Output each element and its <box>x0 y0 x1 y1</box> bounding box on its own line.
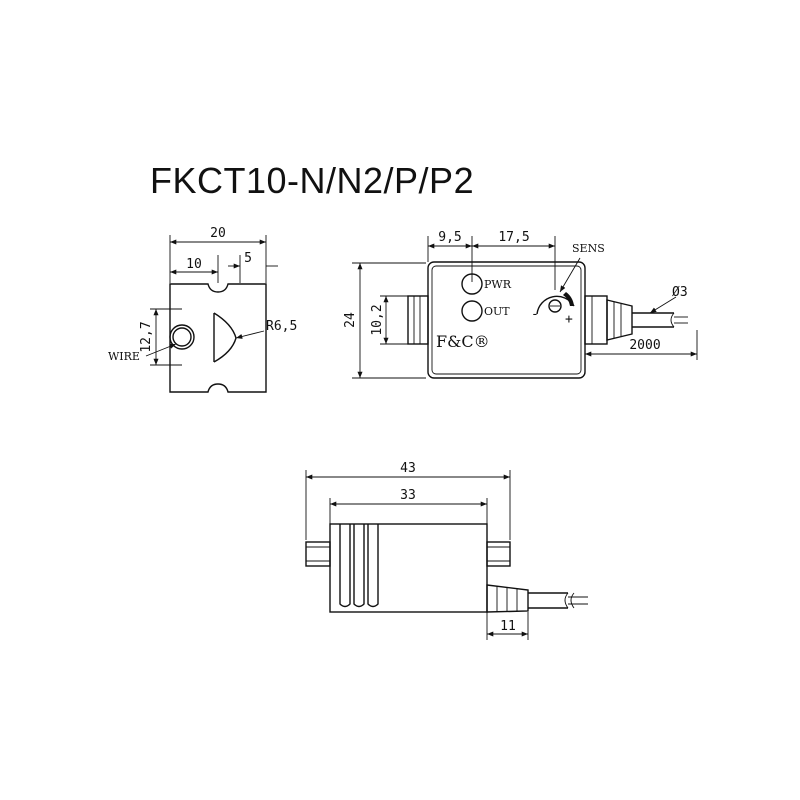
wire-hole <box>169 324 195 350</box>
out-led-icon <box>461 300 483 322</box>
dim-side-right: 5 <box>244 251 252 266</box>
top-view: 43 33 1 <box>305 461 588 640</box>
right-tab <box>486 541 511 567</box>
cooling-fins <box>339 524 379 608</box>
dim-top-total: 43 <box>400 461 416 476</box>
plus-symbol: + <box>565 312 573 327</box>
cable-gland <box>606 299 633 341</box>
left-tab <box>305 541 331 567</box>
dim-front-b: 17,5 <box>498 230 529 245</box>
cable-diameter: Ø3 <box>672 285 688 300</box>
dim-side-width: 20 <box>210 226 226 241</box>
top-cable-gland <box>486 584 529 613</box>
sens-potentiometer-icon <box>548 299 562 313</box>
dim-front-a: 9,5 <box>438 230 461 245</box>
pwr-led-icon <box>461 273 483 295</box>
product-title: FKCT10-N/N2/P/P2 <box>150 160 475 201</box>
top-body <box>329 523 488 613</box>
pwr-label: PWR <box>484 278 512 291</box>
dim-top-body: 33 <box>400 488 416 503</box>
dim-front-inner: 10,2 <box>370 304 385 335</box>
dim-side-height: 12,7 <box>139 321 154 352</box>
dim-top-cable: 11 <box>500 619 516 634</box>
sens-label: SENS <box>572 242 605 255</box>
side-body-outline <box>169 283 267 393</box>
right-flange <box>584 295 608 345</box>
dim-front-height: 24 <box>343 312 358 328</box>
dim-side-left: 10 <box>186 257 202 272</box>
minus-symbol: - <box>531 307 539 322</box>
side-view: 20 10 5 12,7 WIRE R6,5 <box>108 226 297 393</box>
brand-logo: F&C® <box>436 332 490 351</box>
front-view: 9,5 17,5 24 10,2 Ø3 <box>343 230 698 379</box>
left-flange <box>407 295 429 345</box>
groove-arc <box>213 312 237 363</box>
radius-label: R6,5 <box>266 319 297 334</box>
wire-label: WIRE <box>108 350 140 363</box>
out-label: OUT <box>484 305 510 318</box>
cable-length: 2000 <box>629 338 660 353</box>
